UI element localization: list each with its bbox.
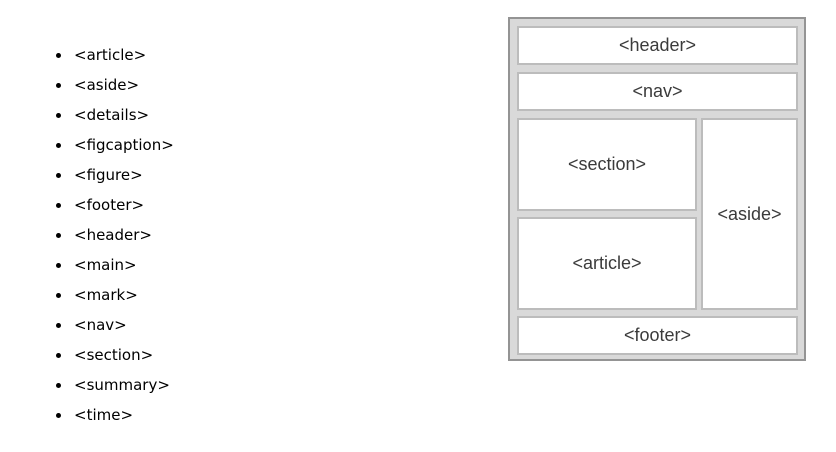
bullet-icon bbox=[56, 142, 61, 148]
list-item: <mark> bbox=[50, 280, 174, 310]
element-tag-label: <article> bbox=[74, 46, 147, 64]
list-item: <figure> bbox=[50, 160, 174, 190]
bullet-icon bbox=[56, 382, 61, 388]
diagram-box-article: <article> bbox=[517, 217, 697, 310]
element-tag-label: <details> bbox=[74, 106, 150, 124]
list-item: <nav> bbox=[50, 310, 174, 340]
diagram-box-aside: <aside> bbox=[701, 118, 798, 310]
element-tag-label: <main> bbox=[74, 256, 137, 274]
element-tag-label: <figcaption> bbox=[74, 136, 174, 154]
diagram-box-section: <section> bbox=[517, 118, 697, 211]
element-tag-label: <header> bbox=[74, 226, 152, 244]
bullet-icon bbox=[56, 82, 61, 88]
element-tag-label: <section> bbox=[74, 346, 154, 364]
bullet-icon bbox=[56, 412, 61, 418]
diagram-box-label: <section> bbox=[567, 154, 647, 174]
element-tag-label: <time> bbox=[74, 406, 134, 424]
element-tag-label: <figure> bbox=[74, 166, 143, 184]
list-item: <figcaption> bbox=[50, 130, 174, 160]
bullet-icon bbox=[56, 112, 61, 118]
diagram-box-nav: <nav> bbox=[517, 72, 798, 111]
list-item: <summary> bbox=[50, 370, 174, 400]
list-item: <header> bbox=[50, 220, 174, 250]
bullet-icon bbox=[56, 172, 61, 178]
bullet-icon bbox=[56, 352, 61, 358]
semantic-elements-list: <article> <aside> <details> <figcaption>… bbox=[50, 40, 174, 430]
element-tag-label: <mark> bbox=[74, 286, 138, 304]
list-item: <main> bbox=[50, 250, 174, 280]
list-item: <details> bbox=[50, 100, 174, 130]
bullet-icon bbox=[56, 322, 61, 328]
diagram-box-label: <header> bbox=[618, 35, 697, 55]
diagram-box-label: <aside> bbox=[717, 203, 782, 224]
element-tag-label: <aside> bbox=[74, 76, 140, 94]
list-item: <article> bbox=[50, 40, 174, 70]
bullet-icon bbox=[56, 52, 61, 58]
diagram-box-label: <nav> bbox=[632, 81, 683, 101]
element-tag-label: <summary> bbox=[74, 376, 170, 394]
diagram-box-footer: <footer> bbox=[517, 316, 798, 355]
diagram-box-header: <header> bbox=[517, 26, 798, 65]
bullet-icon bbox=[56, 292, 61, 298]
element-tag-label: <nav> bbox=[74, 316, 127, 334]
bullet-icon bbox=[56, 262, 61, 268]
list-item: <footer> bbox=[50, 190, 174, 220]
bullet-icon bbox=[56, 202, 61, 208]
list-item: <aside> bbox=[50, 70, 174, 100]
diagram-box-label: <footer> bbox=[623, 325, 692, 345]
element-tag-label: <footer> bbox=[74, 196, 145, 214]
diagram-box-label: <article> bbox=[572, 253, 642, 273]
html5-layout-diagram: <header> <nav> <section> <article> <asid… bbox=[508, 17, 806, 361]
bullet-icon bbox=[56, 232, 61, 238]
list-item: <section> bbox=[50, 340, 174, 370]
list-item: <time> bbox=[50, 400, 174, 430]
